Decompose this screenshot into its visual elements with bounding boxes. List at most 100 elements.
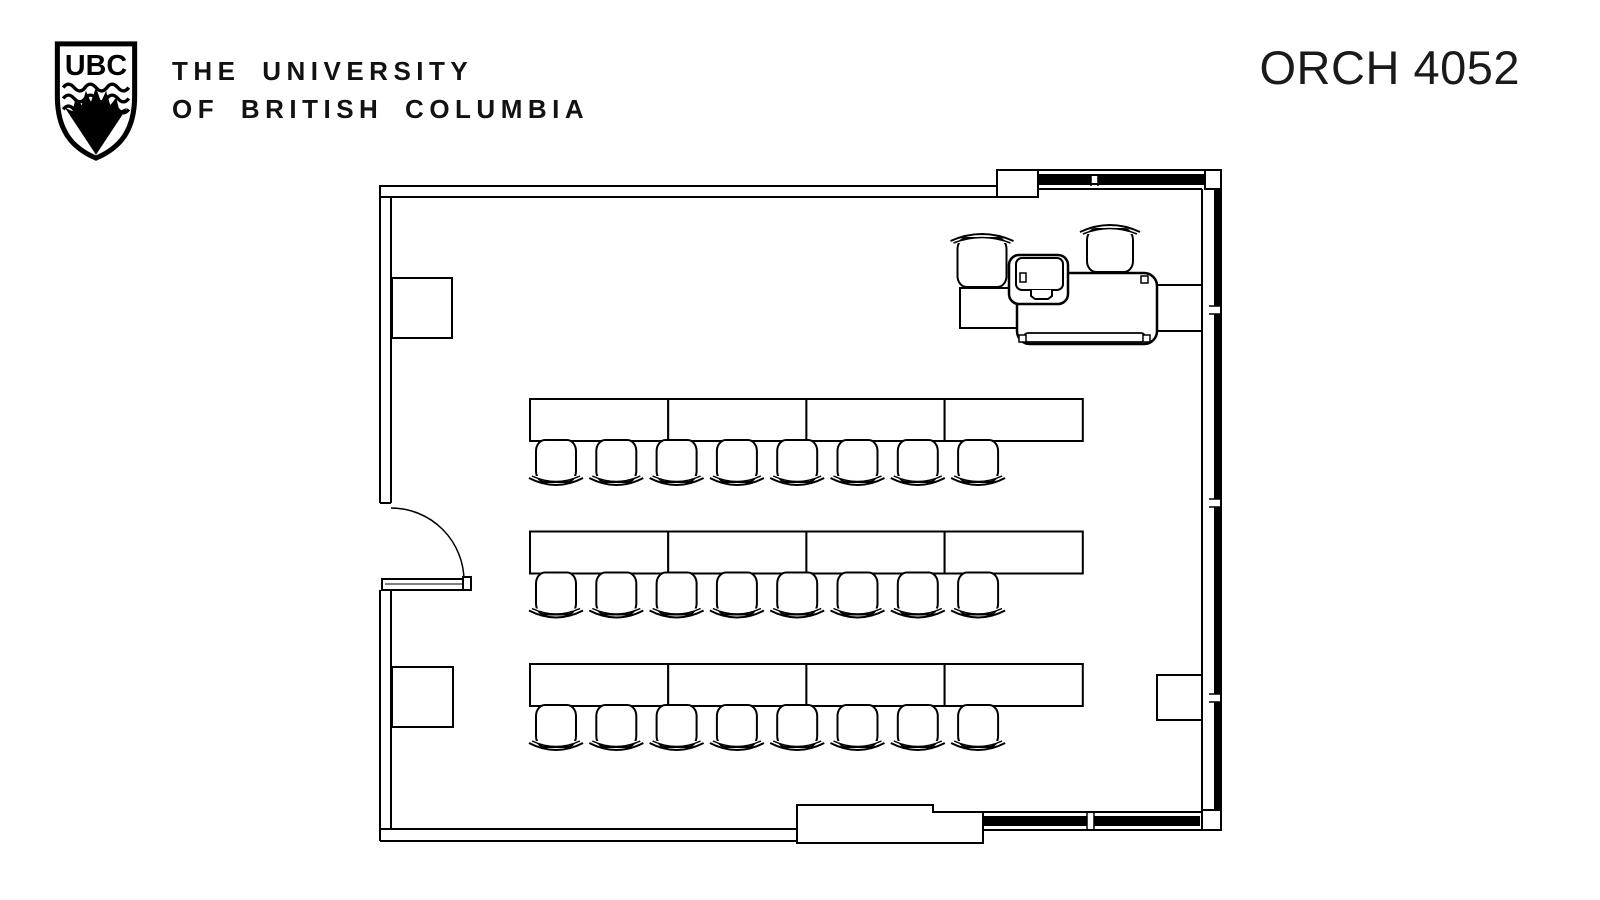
chair-back-inner-arc — [772, 475, 822, 483]
student-chair — [588, 439, 644, 486]
chair-back-outer-arc — [890, 477, 946, 486]
chair-back-inner-arc — [591, 607, 641, 615]
wall-cabinet-upper-left — [391, 277, 453, 339]
right-window-mullions — [1209, 305, 1221, 703]
table-row — [528, 398, 1084, 486]
chair-back-inner-arc — [531, 475, 581, 483]
student-chair — [649, 704, 705, 751]
wordmark-line1: THE UNIVERSITY — [172, 56, 474, 86]
lectern-notch — [1030, 290, 1053, 300]
chair-back-inner-arc — [652, 475, 701, 483]
chair-seat — [957, 571, 1000, 616]
chair-seat — [957, 439, 1000, 483]
chair-back-inner-arc — [772, 607, 822, 615]
chair-back-outer-arc — [528, 609, 584, 619]
student-table — [943, 530, 1084, 575]
room-walls — [379, 169, 1222, 844]
chair-back-inner-arc — [772, 740, 822, 748]
chair-back-outer-arc — [709, 609, 765, 619]
student-table — [667, 663, 808, 707]
chair-seat — [535, 439, 577, 483]
student-chair — [950, 571, 1006, 619]
bottom-window-glazing-a — [983, 816, 1087, 826]
chair-back-inner-arc — [953, 475, 1003, 483]
chair-back-outer-arc — [1079, 224, 1141, 233]
desk-grommet — [1140, 275, 1149, 284]
chair-seat — [896, 439, 939, 483]
chair-seat — [776, 704, 819, 748]
chair-back-inner-arc — [833, 475, 882, 483]
chair-back-outer-arc — [528, 477, 584, 486]
left-wall-lower — [379, 590, 392, 841]
wordmark-line2: OF BRITISH COLUMBIA — [172, 94, 590, 124]
top-window-mullion-gap — [1091, 176, 1098, 183]
chair-back-inner-arc — [591, 475, 641, 483]
instructor-chair — [950, 233, 1014, 288]
chair-back-inner-arc — [1082, 227, 1138, 235]
chair-back-inner-arc — [531, 740, 581, 748]
student-chair — [830, 571, 885, 619]
door-hinge-plate — [462, 576, 472, 591]
chair-seat — [896, 704, 939, 748]
chair-seat — [715, 571, 758, 616]
chair-seat — [896, 571, 939, 616]
chair-back-outer-arc — [950, 742, 1006, 751]
chair-back-inner-arc — [652, 740, 701, 748]
side-table — [959, 287, 1018, 329]
bottom-window-band-lines — [983, 811, 1221, 831]
door-swing-arc — [390, 507, 465, 582]
chair-seat — [595, 704, 638, 748]
chair-back-inner-arc — [531, 607, 581, 615]
student-table — [529, 398, 670, 442]
chair-back-inner-arc — [712, 740, 762, 748]
chair-back-outer-arc — [830, 477, 885, 486]
chair-back-inner-arc — [953, 607, 1003, 615]
right-window-glazing — [1214, 189, 1221, 810]
chair-seat — [836, 704, 879, 748]
student-chair — [769, 704, 825, 751]
chair-back-outer-arc — [709, 477, 765, 486]
ubc-logo-text: UBC — [65, 50, 127, 82]
bottom-window-mullion — [1086, 812, 1095, 830]
top-wall-step — [996, 169, 1039, 198]
chair-seat — [595, 571, 638, 616]
chair-seat — [956, 237, 1008, 288]
chair-back-inner-arc — [833, 607, 882, 615]
chair-seat — [1086, 228, 1134, 273]
ubc-crest-logo: UBC — [54, 41, 138, 161]
student-chair — [890, 704, 946, 751]
chair-back-outer-arc — [830, 742, 885, 751]
chair-seat — [836, 439, 879, 483]
instructor-chair — [1079, 224, 1141, 273]
student-seating-area — [528, 398, 1084, 751]
student-table — [943, 398, 1084, 442]
table-row — [528, 530, 1084, 619]
bottom-wall-left — [380, 828, 797, 842]
wall-cabinet-lower-left — [391, 666, 454, 728]
student-table — [529, 663, 670, 707]
student-chair — [649, 439, 705, 486]
student-chair — [950, 439, 1006, 486]
top-window-glazing — [1038, 174, 1205, 185]
wall-counter — [1154, 284, 1203, 332]
chair-seat — [655, 439, 698, 483]
student-chair — [528, 571, 584, 619]
bottom-right-corner-post — [1201, 809, 1222, 831]
student-chair — [830, 704, 885, 751]
student-table — [667, 530, 808, 575]
desk-grommet — [1142, 334, 1151, 343]
chair-back-inner-arc — [712, 475, 762, 483]
chair-back-outer-arc — [528, 742, 584, 751]
chair-seat — [655, 571, 698, 616]
chair-seat — [535, 704, 577, 748]
student-chair — [769, 571, 825, 619]
chair-seat — [655, 704, 698, 748]
chair-back-inner-arc — [833, 740, 882, 748]
chair-back-outer-arc — [709, 742, 765, 751]
university-wordmark: THE UNIVERSITY OF BRITISH COLUMBIA — [172, 52, 589, 128]
chair-back-outer-arc — [588, 742, 644, 751]
student-chair — [649, 571, 705, 619]
student-chair — [588, 571, 644, 619]
chair-seat — [715, 704, 758, 748]
room-title: ORCH 4052 — [1259, 41, 1520, 94]
